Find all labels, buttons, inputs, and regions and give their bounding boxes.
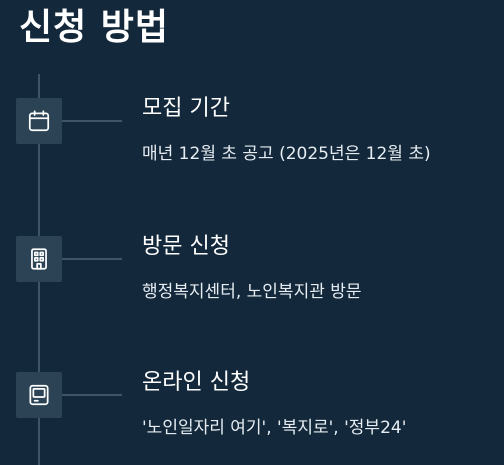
calendar-icon [28,110,50,132]
step-icon-box [16,98,62,144]
step-title: 모집 기간 [142,96,230,121]
building-icon [31,248,47,270]
step-connector [62,258,122,260]
step-description: 행정복지센터, 노인복지관 방문 [142,282,362,302]
step-connector [62,394,122,396]
step-description: '노인일자리 여기', '복지로', '정부24' [142,418,407,438]
computer-icon [29,384,49,406]
step-visit-application: 방문 신청 행정복지센터, 노인복지관 방문 [0,232,504,322]
step-icon-box [16,236,62,282]
step-title: 방문 신청 [142,234,230,259]
step-recruitment-period: 모집 기간 매년 12월 초 공고 (2025년은 12월 초) [0,94,504,184]
step-connector [62,120,122,122]
step-title: 온라인 신청 [142,370,251,395]
step-online-application: 온라인 신청 '노인일자리 여기', '복지로', '정부24' [0,368,504,458]
page-title: 신청 방법 [19,7,170,48]
step-icon-box [16,372,62,418]
step-description: 매년 12월 초 공고 (2025년은 12월 초) [142,144,431,164]
